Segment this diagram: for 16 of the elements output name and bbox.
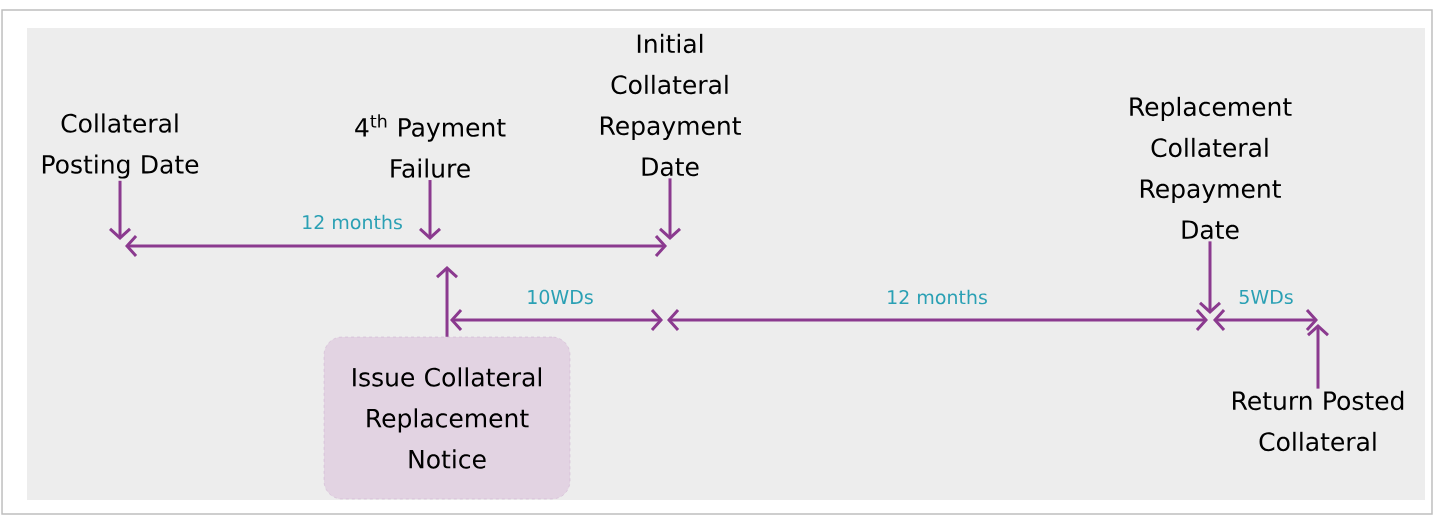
arrow — [436, 266, 458, 337]
duration-label: 12 months — [303, 214, 402, 230]
event-label: Collateral Posting Date — [42, 113, 199, 179]
arrow — [1307, 324, 1329, 389]
arrow — [1199, 241, 1221, 314]
event-label: Replacement Collateral Repayment Date — [1130, 96, 1292, 240]
event-label: Initial Collateral Repayment Date — [600, 33, 741, 177]
event-label: Return Posted Collateral — [1233, 390, 1404, 452]
arrow — [419, 180, 442, 240]
duration-label: 5WDs — [1239, 289, 1293, 305]
duration-label: 10WDs — [528, 289, 593, 305]
event-label: 4$^{th}$ Payment Failure — [355, 114, 506, 178]
arrow — [109, 180, 132, 240]
duration-label: 12 months — [888, 289, 987, 305]
arrow — [659, 178, 681, 240]
notice-box: Issue Collateral Replacement Notice — [323, 336, 571, 500]
